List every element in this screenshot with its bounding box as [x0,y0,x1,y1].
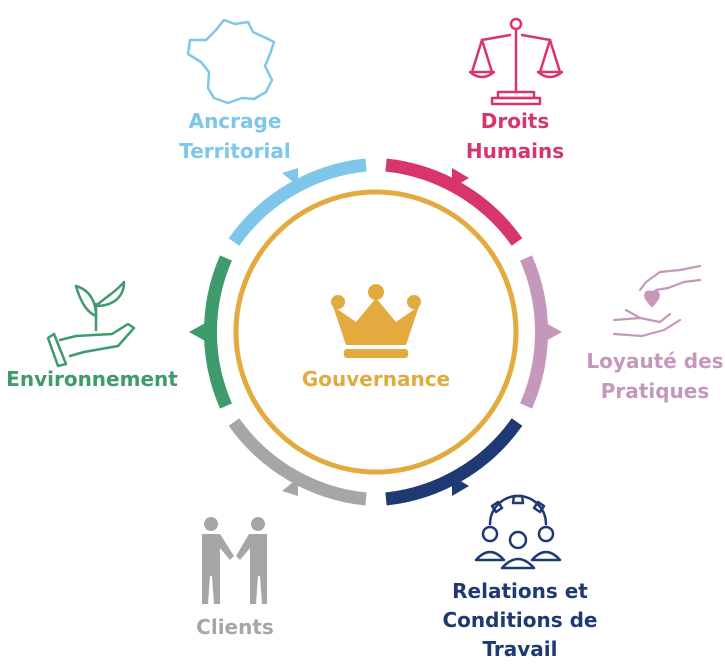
arrow-environnement [189,322,207,342]
label-line: Relations et [452,579,588,603]
ring-segment-relations [385,418,523,506]
label-line: Pratiques [600,379,710,403]
label-environnement: Environnement [2,364,182,394]
arrow-relations [452,476,469,496]
plant-in-hand-icon [46,280,136,368]
ring-segment-clients [228,418,367,506]
scales-of-justice-icon [468,17,564,106]
crown-icon [331,284,421,358]
label-line: Conditions de [442,608,598,632]
arrow-droits-humains [452,168,469,188]
arrow-ancrage-territorial [282,168,298,186]
center-label: Gouvernance [301,367,451,391]
label-droits-humains: Droits Humains [450,106,580,166]
label-line: Loyauté des [586,349,724,373]
label-loyaute-des-pratiques: Loyauté des Pratiques [585,346,725,406]
label-line: Territorial [179,139,291,163]
ring-segment-loyaute [520,255,549,409]
arrow-loyaute [544,322,562,342]
label-line: Ancrage [188,109,282,133]
label-line: Environnement [6,367,178,391]
handshake-people-icon [202,517,267,604]
label-line: Humains [465,139,565,163]
label-center: Gouvernance [296,364,456,394]
hands-heart-icon [612,264,702,338]
inner-circle [233,189,519,475]
label-clients: Clients [170,612,300,642]
ring-segment-environnement [203,255,232,409]
label-line: Travail [482,637,558,661]
france-map-icon [186,18,276,105]
label-relations-conditions-travail: Relations et Conditions de Travail [430,577,610,664]
ring-segment-droits-humains [385,158,523,246]
ring-segment-ancrage-territorial [228,158,367,246]
label-line: Droits [480,109,550,133]
outer-ring [189,158,562,506]
label-ancrage-territorial: Ancrage Territorial [160,106,310,166]
arrow-clients [282,478,298,496]
label-line: Clients [196,615,274,639]
team-gear-icon [474,494,562,570]
